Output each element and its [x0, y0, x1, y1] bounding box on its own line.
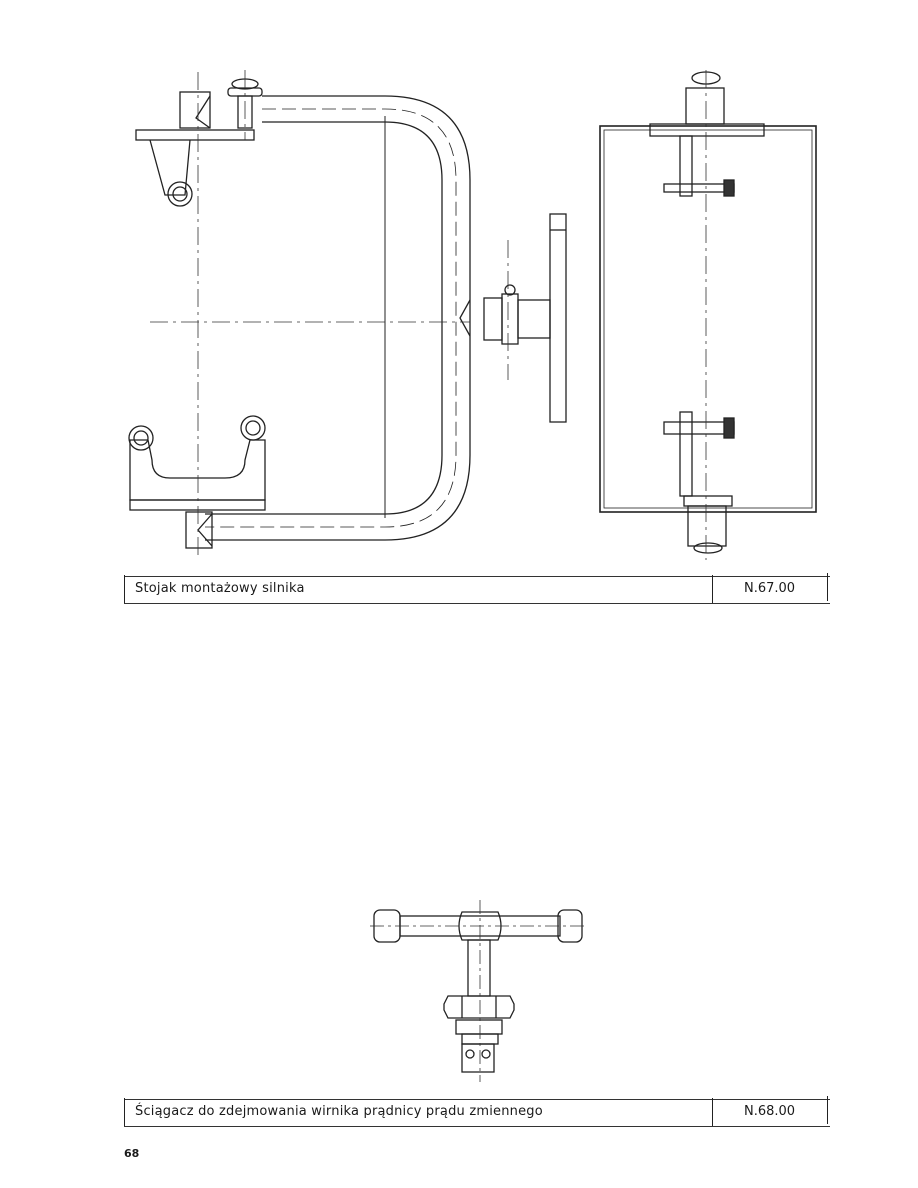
page-number: 68: [124, 1147, 140, 1160]
caption-frame-left: [124, 1098, 125, 1126]
top-bracket-eye: [167, 181, 193, 207]
engine-stand-drawing: [128, 70, 817, 560]
top-bracket-plate: [135, 129, 255, 141]
caption-frame-left: [124, 575, 125, 603]
top-clamp: [179, 91, 211, 129]
puller-hex-nut: [443, 995, 515, 1019]
bottom-clamp: [185, 511, 213, 549]
rotor-puller-drawing: [370, 900, 586, 1082]
frame-tube-inner: [205, 121, 443, 515]
handwheel-side: [549, 213, 567, 423]
bottom-cradle: [129, 439, 266, 501]
puller-screw: [467, 939, 491, 997]
frame-tube-outer: [205, 95, 471, 541]
figure-caption-1: Stojak montażowy silnika N.67.00: [124, 573, 830, 604]
caption-frame-right: [827, 573, 828, 601]
figure-title: Stojak montażowy silnika: [135, 581, 305, 596]
caption-frame-right: [827, 1096, 828, 1124]
figure-code: N.68.00: [744, 1104, 796, 1119]
caption-divider: [712, 575, 713, 603]
puller-center-boss: [458, 911, 502, 941]
figure-code: N.67.00: [744, 581, 796, 596]
side-view-frame: [599, 125, 817, 513]
figure-title: Ściągacz do zdejmowania wirnika prądnicy…: [135, 1104, 543, 1119]
puller-tip: [461, 1043, 495, 1073]
figure-caption-2: Ściągacz do zdejmowania wirnika prądnicy…: [124, 1096, 830, 1127]
caption-divider: [712, 1098, 713, 1126]
